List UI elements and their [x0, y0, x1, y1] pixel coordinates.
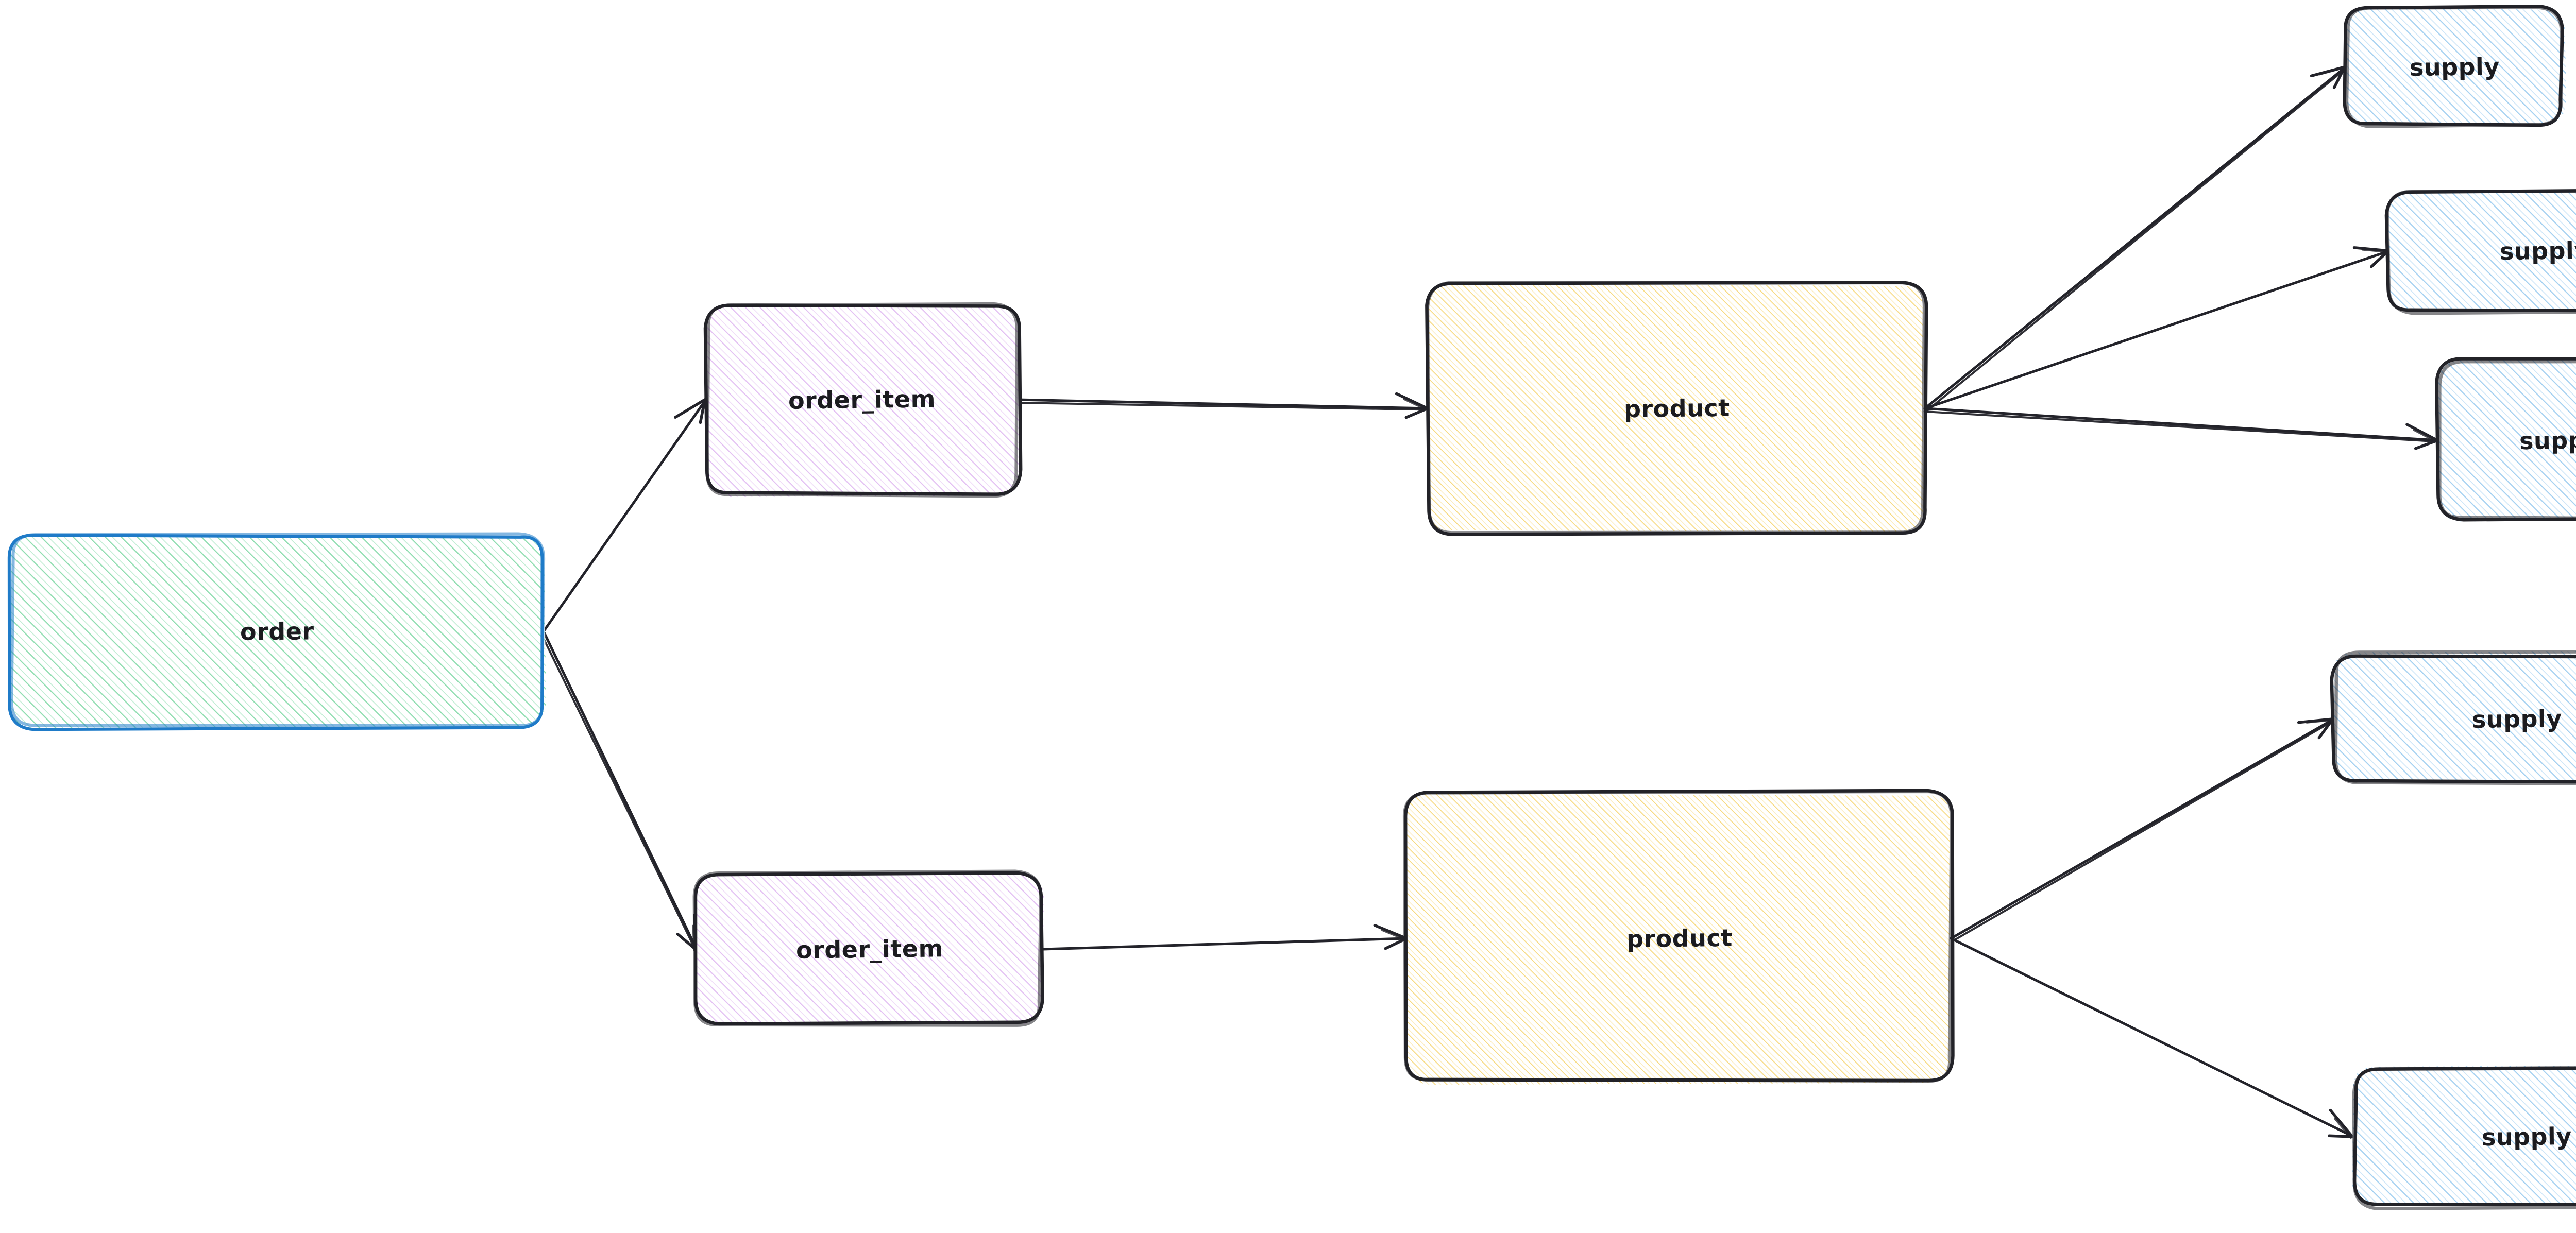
node-label: order_item	[788, 385, 936, 415]
node-product_1[interactable]: product	[1429, 284, 1925, 533]
node-supply_4[interactable]: supply	[2334, 654, 2576, 784]
node-label: order_item	[795, 934, 944, 964]
node-label: supply	[2481, 1122, 2572, 1152]
node-supply_3[interactable]: supply	[2438, 361, 2576, 520]
node-label: supply	[2409, 52, 2500, 82]
node-order[interactable]: order	[10, 536, 544, 727]
node-product_2[interactable]: product	[1408, 794, 1951, 1083]
node-label: supply	[2471, 704, 2562, 734]
node-supply_5[interactable]: supply	[2353, 1067, 2576, 1206]
node-label: order	[240, 617, 314, 646]
node-label: product	[1626, 923, 1733, 953]
node-supply_1[interactable]: supply	[2346, 8, 2563, 126]
node-label: product	[1623, 393, 1730, 423]
node-label: supply	[2519, 425, 2576, 455]
node-supply_2[interactable]: supply	[2389, 192, 2576, 310]
node-order_item_2[interactable]: order_item	[697, 875, 1043, 1024]
node-order_item_1[interactable]: order_item	[706, 305, 1018, 494]
node-label: supply	[2499, 236, 2576, 266]
